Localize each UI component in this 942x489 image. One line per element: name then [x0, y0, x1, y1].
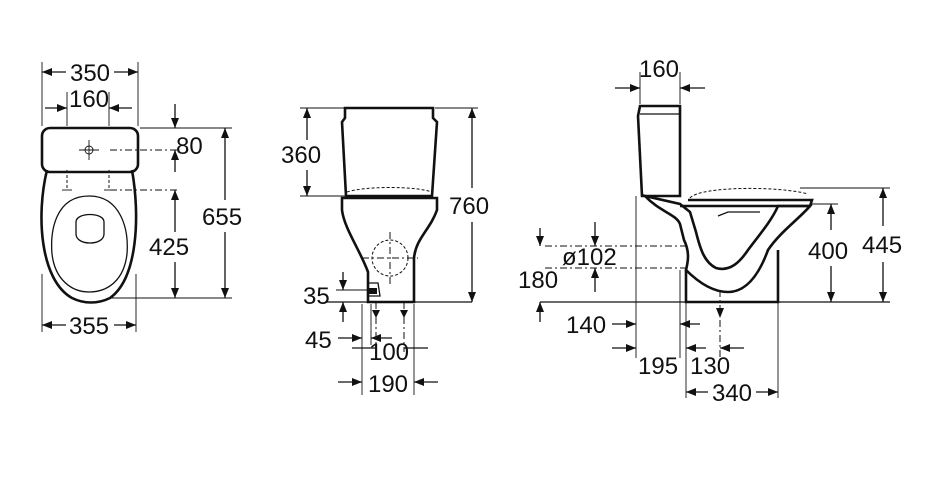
dim-total-height: 760 [449, 193, 489, 220]
seat-inner-outline [51, 195, 128, 293]
bowl-opening [75, 213, 105, 244]
dim-seat-depth: 425 [149, 234, 189, 261]
dim-cistern-height: 360 [281, 142, 321, 169]
dim-width-top: 350 [70, 60, 110, 87]
inlet-fitting [368, 282, 381, 297]
dim-outlet-height: 180 [518, 267, 558, 294]
dim-inlet-offset: 45 [305, 327, 332, 354]
dim-cistern-depth: 160 [639, 56, 679, 83]
dim-inlet-height: 35 [303, 283, 330, 310]
dim-width-bottom: 355 [69, 313, 109, 340]
top-view: 350 160 80 655 425 [40, 60, 242, 340]
dim-hole-spacing: 160 [69, 86, 109, 113]
side-view: 360 760 35 45 100 [281, 106, 489, 398]
dim-hole-offset: 80 [176, 133, 203, 160]
section-view: 160 ø102 180 140 195 130 [518, 56, 902, 407]
dim-base-width: 190 [368, 371, 408, 398]
dim-total-length: 655 [202, 204, 242, 231]
bowl-outline [40, 169, 138, 304]
dim-rim-height: 400 [808, 238, 848, 265]
dim-fixing-spacing: 100 [369, 339, 409, 366]
dim-wall-gap-195: 195 [638, 353, 678, 380]
cistern-section-outline [636, 104, 682, 198]
dim-wall-gap-140: 140 [566, 312, 606, 339]
dim-seat-height: 445 [862, 232, 902, 259]
dim-outlet-offset: 130 [690, 353, 730, 380]
cistern-outline [40, 126, 140, 174]
cistern-side-outline [340, 106, 439, 198]
bowl-section-outline [641, 193, 813, 294]
dim-base-depth: 340 [712, 380, 752, 407]
dim-outlet-diameter: ø102 [562, 244, 617, 271]
